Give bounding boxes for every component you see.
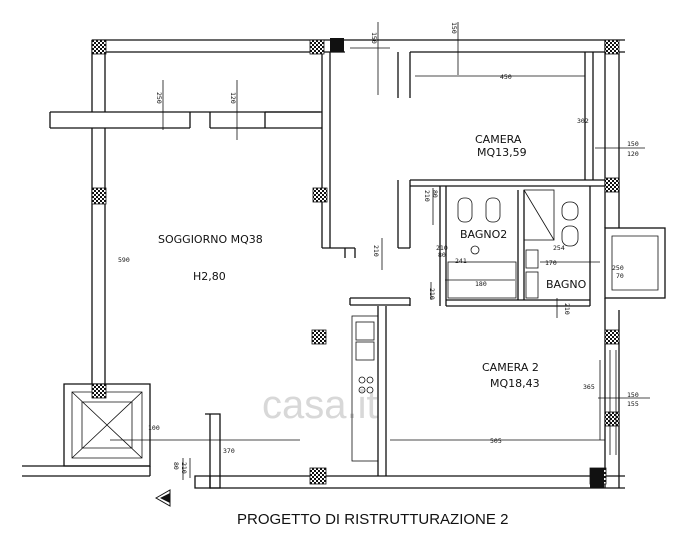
- dimension-lines: [110, 22, 650, 480]
- camera-area: MQ13,59: [477, 146, 527, 159]
- dim-210-bottom: 210: [180, 462, 188, 474]
- dim-241: 241: [455, 257, 467, 265]
- dim-210-camera: 210: [423, 190, 431, 202]
- pillar: [91, 383, 107, 399]
- dim-365: 365: [583, 383, 595, 391]
- pillar: [312, 187, 328, 203]
- plan-caption: PROGETTO DI RISTRUTTURAZIONE 2: [237, 511, 508, 528]
- dim-100: 100: [148, 424, 160, 432]
- dim-150-top-b: 150: [450, 22, 458, 34]
- watermark: casa.it: [262, 383, 378, 427]
- dim-150-top: 150: [370, 32, 378, 44]
- camera2-area: MQ18,43: [490, 377, 540, 390]
- camera-name: CAMERA: [475, 133, 522, 146]
- pillar: [309, 467, 327, 485]
- structural-pillars: [91, 38, 620, 488]
- camera2-name: CAMERA 2: [482, 361, 539, 374]
- dim-70-right: 70: [616, 272, 624, 280]
- pillar: [91, 187, 107, 205]
- dim-80-camera: 80: [431, 190, 439, 198]
- dim-250-right: 250: [612, 264, 624, 272]
- dim-254: 254: [553, 244, 565, 252]
- fixtures: [351, 189, 579, 462]
- outer-walls: [22, 39, 625, 489]
- pillar-solid: [330, 38, 344, 52]
- pillar: [311, 329, 327, 345]
- dim-210-sogg: 210: [372, 245, 380, 257]
- dim-150-right: 150: [627, 140, 639, 148]
- pillar: [604, 39, 620, 55]
- pillar: [604, 329, 620, 345]
- dim-180: 180: [475, 280, 487, 288]
- soggiorno-name: SOGGIORNO MQ38: [158, 233, 263, 246]
- pillar-solid: [590, 468, 604, 488]
- dimension-labels: 150 150 450 302 150 120 250 120 590 210 …: [118, 22, 639, 474]
- dim-450: 450: [500, 73, 512, 81]
- dim-505: 505: [490, 437, 502, 445]
- pillar: [91, 39, 107, 55]
- windows: [604, 227, 666, 455]
- bagno-name: BAGNO: [546, 278, 587, 291]
- dim-80-bottom: 80: [172, 462, 180, 470]
- dim-210-mid: 210: [428, 288, 436, 300]
- dim-250-v: 250: [155, 92, 163, 104]
- pillar: [309, 39, 325, 55]
- dim-150-lower: 150: [627, 391, 639, 399]
- dim-302: 302: [577, 117, 589, 125]
- pillar: [604, 411, 620, 427]
- dim-80: 80: [438, 251, 446, 259]
- dim-370: 370: [223, 447, 235, 455]
- room-labels: SOGGIORNO MQ38 H2,80 CAMERA MQ13,59 BAGN…: [158, 133, 587, 390]
- dim-590: 590: [118, 256, 130, 264]
- dim-120-v: 120: [229, 92, 237, 104]
- pillar: [604, 177, 620, 193]
- soggiorno-height: H2,80: [193, 270, 226, 283]
- dim-170: 170: [545, 259, 557, 267]
- dim-120-right: 120: [627, 150, 639, 158]
- bagno2-name: BAGNO2: [460, 228, 507, 241]
- dim-210: 210: [436, 244, 448, 252]
- dim-155-lower: 155: [627, 400, 639, 408]
- dim-210-bagno: 210: [563, 303, 571, 315]
